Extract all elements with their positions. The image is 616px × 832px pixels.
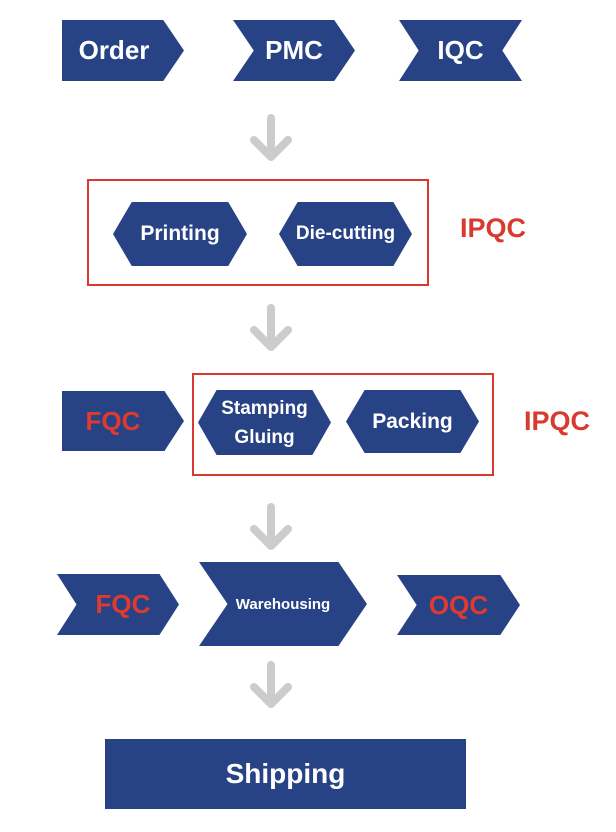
fqc-label-2: FQC [95, 589, 151, 619]
packing-label: Packing [372, 409, 453, 433]
pmc-label: PMC [265, 35, 323, 65]
ipqc-group-frame-2 [192, 373, 494, 476]
down-arrow-icon [248, 304, 294, 354]
pmc-step: PMC [233, 20, 355, 81]
stamping-label: Stamping [221, 397, 308, 419]
ipqc-label-1: IPQC [460, 213, 527, 243]
order-label: Order [78, 35, 150, 65]
shipping-label: Shipping [225, 758, 346, 789]
warehousing-step: Warehousing [199, 562, 367, 646]
oqc-label: OQC [428, 589, 489, 620]
printing-step: Printing [113, 202, 247, 266]
printing-label: Printing [140, 222, 220, 245]
oqc-step: OQC [397, 575, 520, 635]
iqc-label: IQC [437, 35, 484, 65]
down-arrow-icon [248, 661, 294, 711]
shipping-step: Shipping [105, 739, 466, 809]
fqc-step-1: FQC [62, 391, 184, 451]
gluing-label: Gluing [234, 426, 295, 448]
order-step: Order [62, 20, 184, 81]
down-arrow-icon [248, 503, 294, 553]
die-cutting-step: Die-cutting [279, 202, 412, 266]
packing-step: Packing [346, 390, 479, 453]
warehousing-label: Warehousing [235, 595, 331, 613]
iqc-step: IQC [399, 20, 522, 81]
fqc-label-1: FQC [85, 405, 141, 436]
down-arrow-icon [248, 114, 294, 164]
ipqc-group-frame-1 [87, 179, 429, 286]
fqc-step-2: FQC [57, 574, 179, 635]
ipqc-label-2: IPQC [524, 406, 591, 436]
die-cutting-label: Die-cutting [295, 223, 396, 244]
stamping-gluing-step: Stamping Gluing [198, 390, 331, 455]
